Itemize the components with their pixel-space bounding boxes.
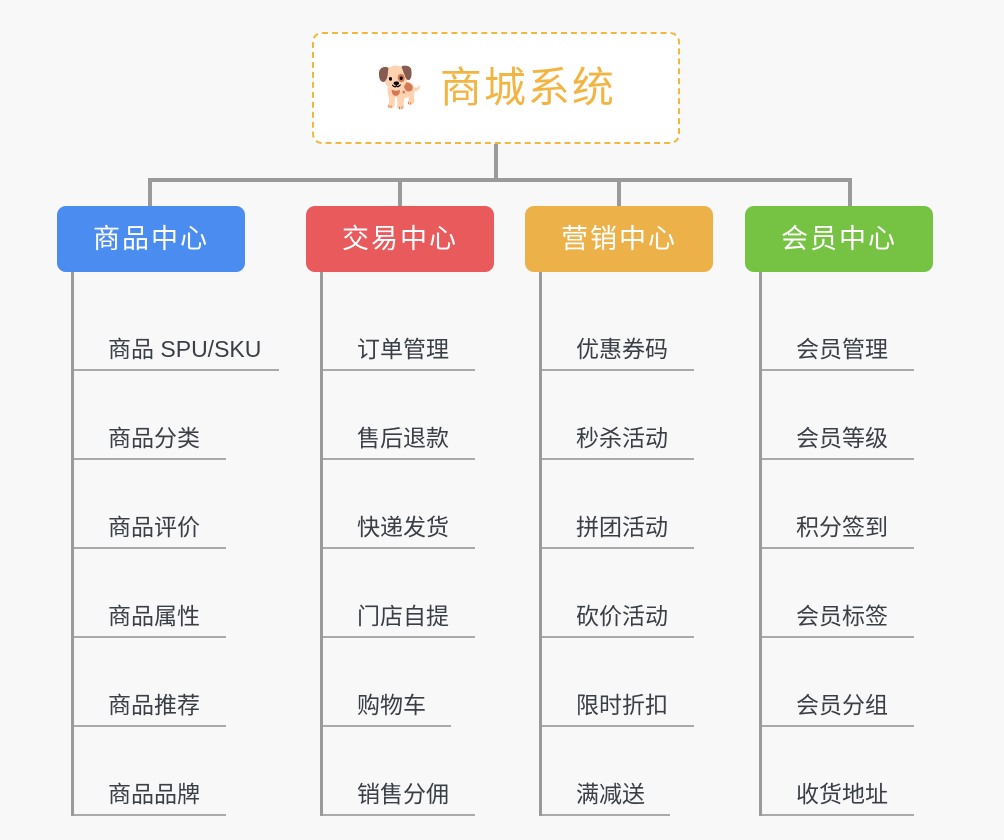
- leaf-label: 会员等级: [796, 424, 888, 451]
- leaf-label: 拼团活动: [576, 513, 668, 540]
- list-item[interactable]: 秒杀活动: [542, 371, 715, 460]
- list-item[interactable]: 收货地址: [762, 727, 935, 816]
- connector-drop-4: [848, 178, 852, 206]
- column-product-center: 商品中心 商品 SPU/SKU 商品分类 商品评价 商品属性 商品推荐 商品品牌: [57, 206, 279, 816]
- leaf-list-trade-center: 订单管理 售后退款 快递发货 门店自提 购物车 销售分佣: [320, 272, 496, 816]
- leaf-label: 订单管理: [357, 335, 449, 362]
- list-item[interactable]: 商品分类: [74, 371, 247, 460]
- connector-drop-3: [617, 178, 621, 206]
- category-header-marketing-center[interactable]: 营销中心: [525, 206, 713, 272]
- leaf-label: 售后退款: [357, 424, 449, 451]
- list-item[interactable]: 会员标签: [762, 549, 935, 638]
- leaf-label: 积分签到: [796, 513, 888, 540]
- leaf-label: 秒杀活动: [576, 424, 668, 451]
- leaf-label: 购物车: [357, 691, 426, 718]
- list-item[interactable]: 购物车: [323, 638, 496, 727]
- leaf-list-marketing-center: 优惠券码 秒杀活动 拼团活动 砍价活动 限时折扣 满减送: [539, 272, 715, 816]
- leaf-label: 会员管理: [796, 335, 888, 362]
- list-item[interactable]: 商品品牌: [74, 727, 247, 816]
- connector-horizontal-bus: [148, 178, 852, 182]
- category-title: 交易中心: [342, 223, 458, 254]
- root-title: 商城系统: [439, 64, 616, 111]
- list-item[interactable]: 优惠券码: [542, 282, 715, 371]
- list-item[interactable]: 会员等级: [762, 371, 935, 460]
- list-item[interactable]: 会员管理: [762, 282, 935, 371]
- category-title: 营销中心: [561, 223, 677, 254]
- list-item[interactable]: 商品推荐: [74, 638, 247, 727]
- leaf-label: 商品 SPU/SKU: [108, 335, 262, 362]
- category-title: 商品中心: [93, 223, 209, 254]
- connector-drop-2: [398, 178, 402, 206]
- list-item[interactable]: 门店自提: [323, 549, 496, 638]
- leaf-label: 快递发货: [357, 513, 449, 540]
- list-item[interactable]: 会员分组: [762, 638, 935, 727]
- connector-drop-1: [148, 178, 152, 206]
- column-member-center: 会员中心 会员管理 会员等级 积分签到 会员标签 会员分组 收货地址: [745, 206, 935, 816]
- list-item[interactable]: 砍价活动: [542, 549, 715, 638]
- leaf-label: 限时折扣: [576, 691, 668, 718]
- leaf-label: 会员分组: [796, 691, 888, 718]
- leaf-list-product-center: 商品 SPU/SKU 商品分类 商品评价 商品属性 商品推荐 商品品牌: [71, 272, 279, 816]
- list-item[interactable]: 满减送: [542, 727, 715, 816]
- list-item[interactable]: 积分签到: [762, 460, 935, 549]
- connector-root-stem: [494, 144, 498, 180]
- list-item[interactable]: 销售分佣: [323, 727, 496, 816]
- shiba-dog-face-icon: 🐕: [376, 66, 426, 110]
- list-item[interactable]: 商品评价: [74, 460, 247, 549]
- list-item[interactable]: 快递发货: [323, 460, 496, 549]
- leaf-label: 会员标签: [796, 602, 888, 629]
- root-node[interactable]: 🐕 商城系统: [312, 32, 680, 144]
- leaf-label: 商品评价: [108, 513, 200, 540]
- list-item[interactable]: 商品 SPU/SKU: [74, 282, 279, 371]
- list-item[interactable]: 订单管理: [323, 282, 496, 371]
- leaf-label: 商品品牌: [108, 780, 200, 807]
- leaf-label: 优惠券码: [576, 335, 668, 362]
- category-header-member-center[interactable]: 会员中心: [745, 206, 933, 272]
- leaf-label: 商品推荐: [108, 691, 200, 718]
- leaf-list-member-center: 会员管理 会员等级 积分签到 会员标签 会员分组 收货地址: [759, 272, 935, 816]
- leaf-label: 满减送: [576, 780, 645, 807]
- leaf-label: 商品分类: [108, 424, 200, 451]
- list-item[interactable]: 售后退款: [323, 371, 496, 460]
- leaf-label: 砍价活动: [576, 602, 668, 629]
- leaf-label: 商品属性: [108, 602, 200, 629]
- leaf-label: 销售分佣: [357, 780, 449, 807]
- list-item[interactable]: 限时折扣: [542, 638, 715, 727]
- leaf-label: 收货地址: [796, 780, 888, 807]
- category-header-trade-center[interactable]: 交易中心: [306, 206, 494, 272]
- column-trade-center: 交易中心 订单管理 售后退款 快递发货 门店自提 购物车 销售分佣: [306, 206, 496, 816]
- list-item[interactable]: 拼团活动: [542, 460, 715, 549]
- column-marketing-center: 营销中心 优惠券码 秒杀活动 拼团活动 砍价活动 限时折扣 满减送: [525, 206, 715, 816]
- category-title: 会员中心: [781, 223, 897, 254]
- leaf-label: 门店自提: [357, 602, 449, 629]
- list-item[interactable]: 商品属性: [74, 549, 247, 638]
- category-header-product-center[interactable]: 商品中心: [57, 206, 245, 272]
